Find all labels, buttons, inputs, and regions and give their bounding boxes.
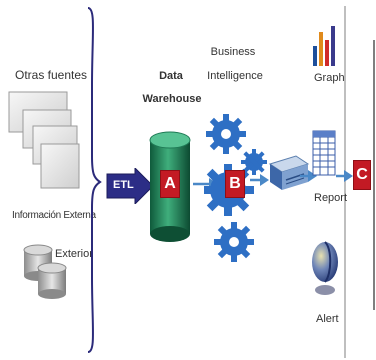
badge-a: A bbox=[160, 170, 180, 198]
graph-icon bbox=[313, 26, 335, 66]
alert-icon bbox=[312, 241, 338, 295]
arrow-to-c bbox=[336, 170, 353, 182]
bi-title-2: Intelligence bbox=[207, 70, 263, 82]
report-label: Report bbox=[314, 192, 348, 204]
external-database-icon bbox=[23, 244, 67, 299]
right-edge-line bbox=[373, 40, 375, 310]
report-icon bbox=[312, 130, 336, 176]
bi-title-1: Business bbox=[210, 46, 256, 58]
left-brace bbox=[87, 7, 102, 353]
arrow-server-to-outputs bbox=[300, 170, 317, 182]
alert-label: Alert bbox=[316, 313, 339, 325]
informacion-externa-label: Información Externa bbox=[12, 210, 96, 221]
data-warehouse-title-1: Data bbox=[159, 70, 183, 82]
badge-c: C bbox=[353, 160, 371, 190]
etl-label: ETL bbox=[113, 179, 134, 191]
data-warehouse-title-2: Warehouse bbox=[142, 93, 202, 105]
outputs-divider bbox=[344, 6, 346, 358]
etl-arrow bbox=[106, 168, 154, 204]
arrow-bi-to-server bbox=[250, 174, 269, 186]
document-stack-icon bbox=[8, 91, 80, 189]
badge-b: B bbox=[225, 170, 245, 198]
otras-fuentes-label: Otras fuentes bbox=[15, 68, 88, 82]
exterior-label: Exterior bbox=[55, 248, 93, 260]
server-icon bbox=[268, 155, 310, 190]
graph-label: Graph bbox=[314, 72, 345, 84]
